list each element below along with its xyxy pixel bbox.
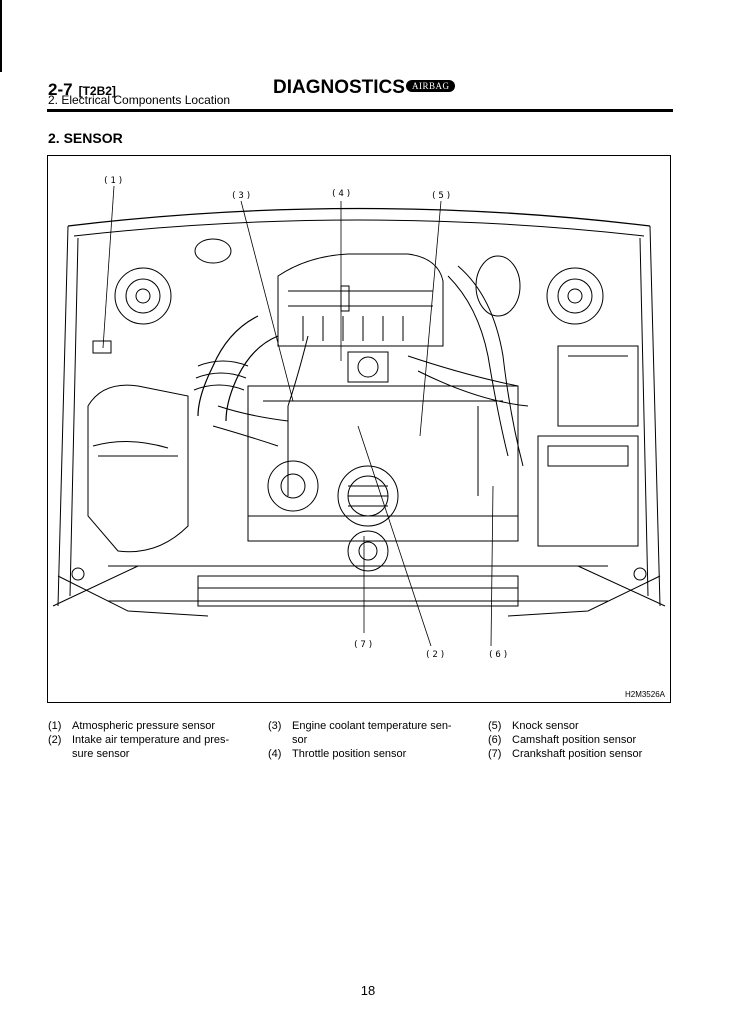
figure-code: H2M3526A <box>624 690 665 699</box>
page-title-text: DIAGNOSTICS <box>273 77 405 98</box>
callout-label-7: (7) <box>353 640 376 650</box>
callout-label-1: (1) <box>103 176 126 186</box>
legend-text: Engine coolant temperature sen- sor <box>292 719 452 747</box>
legend-column-1: (1) Atmospheric pressure sensor (2) Inta… <box>48 719 229 761</box>
callout-label-6: (6) <box>488 650 511 660</box>
binder-edge-line <box>0 0 2 72</box>
legend-text: Atmospheric pressure sensor <box>72 720 216 732</box>
legend-item: (3) Engine coolant temperature sen- sor <box>268 719 452 747</box>
legend-item: (7) Crankshaft position sensor <box>488 747 642 761</box>
legend-column-3: (5) Knock sensor (6) Camshaft position s… <box>488 719 642 761</box>
legend-number: (5) <box>488 720 502 732</box>
section-title: 2. SENSOR <box>48 130 123 146</box>
legend-text: Crankshaft position sensor <box>512 748 643 760</box>
callout-label-3: (3) <box>231 191 254 201</box>
legend-column-2: (3) Engine coolant temperature sen- sor … <box>268 719 452 761</box>
legend-item: (4) Throttle position sensor <box>268 747 452 761</box>
legend-item: (5) Knock sensor <box>488 719 642 733</box>
legend-text-line: Engine coolant temperature sen- <box>292 720 452 732</box>
legend-number: (7) <box>488 748 502 760</box>
engine-diagram-figure: (1) (3) (4) (5) (7) (2) (6) H2M3526A <box>47 155 671 703</box>
section-code-number: 2-7 <box>48 80 73 99</box>
page-number: 18 <box>360 983 376 998</box>
engine-diagram <box>52 185 666 647</box>
legend-number: (1) <box>48 720 62 732</box>
legend-text-line: sure sensor <box>72 748 130 760</box>
legend-number: (4) <box>268 748 282 760</box>
legend-item: (1) Atmospheric pressure sensor <box>48 719 229 733</box>
legend-text-line: sor <box>292 734 308 746</box>
callout-label-5: (5) <box>431 191 454 201</box>
callout-label-4: (4) <box>331 189 354 199</box>
legend-number: (3) <box>268 720 282 732</box>
legend-text: Knock sensor <box>512 720 579 732</box>
legend-item: (6) Camshaft position sensor <box>488 733 642 747</box>
page-subtitle: 2. Electrical Components Location <box>48 93 231 107</box>
callout-label-2: (2) <box>425 650 448 660</box>
legend-number: (2) <box>48 734 62 746</box>
legend-text: Throttle position sensor <box>292 748 407 760</box>
section-code-sub: [T2B2] <box>78 84 116 98</box>
legend-item: (2) Intake air temperature and pres- sur… <box>48 733 229 761</box>
legend-number: (6) <box>488 734 502 746</box>
legend-text-line: Intake air temperature and pres- <box>72 734 230 746</box>
section-code: 2-7 [T2B2] <box>48 80 116 100</box>
legend-text: Intake air temperature and pres- sure se… <box>72 733 229 761</box>
header-rule <box>47 109 673 112</box>
legend-text: Camshaft position sensor <box>512 734 637 746</box>
airbag-badge: AIRBAG <box>405 79 456 92</box>
